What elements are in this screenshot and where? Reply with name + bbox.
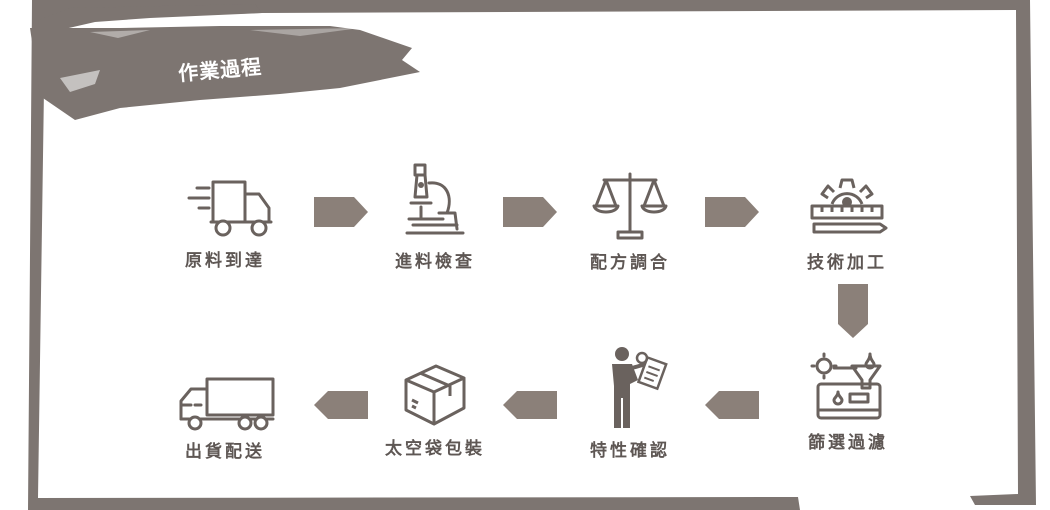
step-label: 太空袋包裝	[385, 439, 485, 459]
microscope-icon	[405, 163, 465, 235]
step-label: 原料到達	[185, 251, 265, 271]
arrow-right-icon	[314, 197, 368, 227]
gear-ruler-icon	[810, 178, 888, 234]
step-property-verification: 特性確認	[560, 346, 700, 461]
step-label: 出貨配送	[185, 442, 265, 462]
arrow-right-icon	[503, 197, 557, 227]
filter-machine-icon	[810, 352, 882, 420]
step-label: 篩選過濾	[808, 433, 888, 453]
balance-scale-icon	[592, 172, 668, 240]
arrow-left-icon	[705, 391, 759, 419]
step-incoming-inspection: 進料檢查	[365, 163, 505, 272]
step-raw-material-arrival: 原料到達	[155, 178, 295, 271]
delivery-truck-icon	[187, 180, 273, 237]
arrow-left-icon	[503, 391, 557, 419]
step-label: 技術加工	[807, 253, 887, 273]
step-formula-blending: 配方調合	[560, 170, 700, 273]
step-technical-processing: 技術加工	[777, 170, 917, 273]
step-label: 特性確認	[590, 441, 670, 461]
arrow-right-icon	[705, 197, 759, 227]
step-label: 配方調合	[590, 253, 670, 273]
inspector-clipboard-icon	[612, 347, 668, 428]
arrow-down-icon	[838, 284, 868, 338]
step-label: 進料檢查	[395, 252, 475, 272]
step-screening-filtration: 篩選過濾	[778, 352, 918, 453]
arrow-left-icon	[314, 391, 368, 419]
cargo-truck-icon	[179, 377, 275, 431]
step-bulk-bag-packaging: 太空袋包裝	[365, 362, 505, 459]
step-shipping-delivery: 出貨配送	[155, 375, 295, 462]
cardboard-box-icon	[404, 364, 466, 426]
